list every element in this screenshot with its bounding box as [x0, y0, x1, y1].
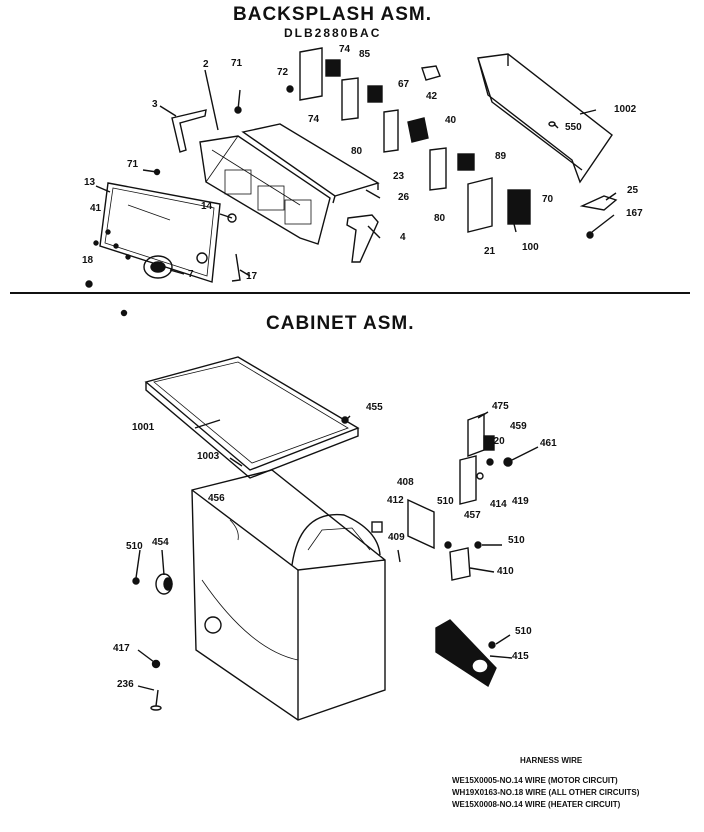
callout-label: 26: [398, 192, 410, 203]
backsplash-housing-part: [199, 135, 331, 245]
callout-label: 3: [152, 99, 158, 110]
callout-label: 21: [484, 246, 496, 257]
door-switch-parts: [341, 412, 513, 649]
callout-label: 18: [82, 255, 94, 266]
leader-lines: [95, 69, 617, 691]
callout-label: 40: [445, 115, 457, 126]
callout-label: 1003: [197, 451, 220, 462]
callout-label: 415: [512, 651, 529, 662]
callout-label: 25: [627, 185, 639, 196]
callout-label: 410: [497, 566, 514, 577]
callout-label: 236: [117, 679, 134, 690]
callout-label: 42: [426, 91, 438, 102]
callout-label: 89: [495, 151, 507, 162]
callout-label: 1001: [132, 422, 155, 433]
callout-label: 510: [437, 496, 454, 507]
bracket-part: [171, 109, 207, 153]
callout-label: 70: [542, 194, 554, 205]
callout-label: 457: [464, 510, 481, 521]
callout-label: 71: [231, 58, 243, 69]
callout-label: 1002: [614, 104, 637, 115]
callout-label: 74: [339, 44, 351, 55]
callout-label: 80: [434, 213, 446, 224]
callout-label: 2: [203, 59, 209, 70]
callout-label: 100: [522, 242, 539, 253]
callout-label: 13: [84, 177, 96, 188]
callout-label: 80: [351, 146, 363, 157]
switch-parts: [299, 47, 531, 233]
callout-label: 475: [492, 401, 509, 412]
callout-label: 550: [565, 122, 582, 133]
callout-label: 459: [510, 421, 527, 432]
callout-label: 67: [398, 79, 410, 90]
thermostat-part: [132, 573, 173, 711]
control-panel-part: [99, 182, 221, 283]
callout-label: 461: [540, 438, 557, 449]
callout-label: 220: [488, 436, 505, 447]
cabinet-top-part: [144, 356, 360, 479]
harness-line: WH19X0163-NO.18 WIRE (ALL OTHER CIRCUITS…: [452, 788, 640, 797]
callout-label: 41: [90, 203, 102, 214]
callout-label: 71: [127, 159, 139, 170]
harness-line: WE15X0005-NO.14 WIRE (MOTOR CIRCUIT): [452, 776, 618, 785]
callout-label: 17: [246, 271, 258, 282]
callout-label: 14: [201, 201, 213, 212]
callout-label: 417: [113, 643, 130, 654]
top-cover-part: [241, 123, 380, 204]
vent-grille-part: [435, 619, 497, 688]
bracket-25-part: [579, 195, 618, 211]
callout-label: 510: [515, 626, 532, 637]
section-divider: [10, 292, 690, 294]
callout-label: 454: [152, 537, 169, 548]
screws: [85, 85, 594, 317]
callout-label: 414: [490, 499, 507, 510]
knob-part: [143, 255, 173, 279]
model-number: DLB2880BAC: [284, 26, 382, 40]
callout-label: 85: [359, 49, 371, 60]
callout-label: 167: [626, 208, 643, 219]
callout-label: 510: [126, 541, 143, 552]
harness-wire-legend: HARNESS WIRE WE15X0005-NO.14 WIRE (MOTOR…: [452, 755, 639, 811]
backguard-part: [477, 53, 613, 184]
callout-label: 72: [277, 67, 289, 78]
cabinet-title: CABINET ASM.: [266, 313, 415, 334]
callout-label: 419: [512, 496, 529, 507]
harness-line: WE15X0008-NO.14 WIRE (HEATER CIRCUIT): [452, 800, 621, 809]
backsplash-title: BACKSPLASH ASM.: [233, 4, 433, 25]
callout-label: 74: [308, 114, 320, 125]
callout-label: 456: [208, 493, 225, 504]
callout-label: 408: [397, 477, 414, 488]
callout-label: 4: [400, 232, 406, 243]
callout-label: 412: [387, 495, 404, 506]
callout-label: 23: [393, 171, 405, 182]
harness-title: HARNESS WIRE: [520, 756, 583, 765]
callout-label: 409: [388, 532, 405, 543]
callout-label: 7: [188, 269, 194, 280]
callout-label: 455: [366, 402, 383, 413]
cabinet-body-part: [191, 469, 386, 721]
end-cap-part: [346, 214, 379, 263]
callout-label: 510: [508, 535, 525, 546]
